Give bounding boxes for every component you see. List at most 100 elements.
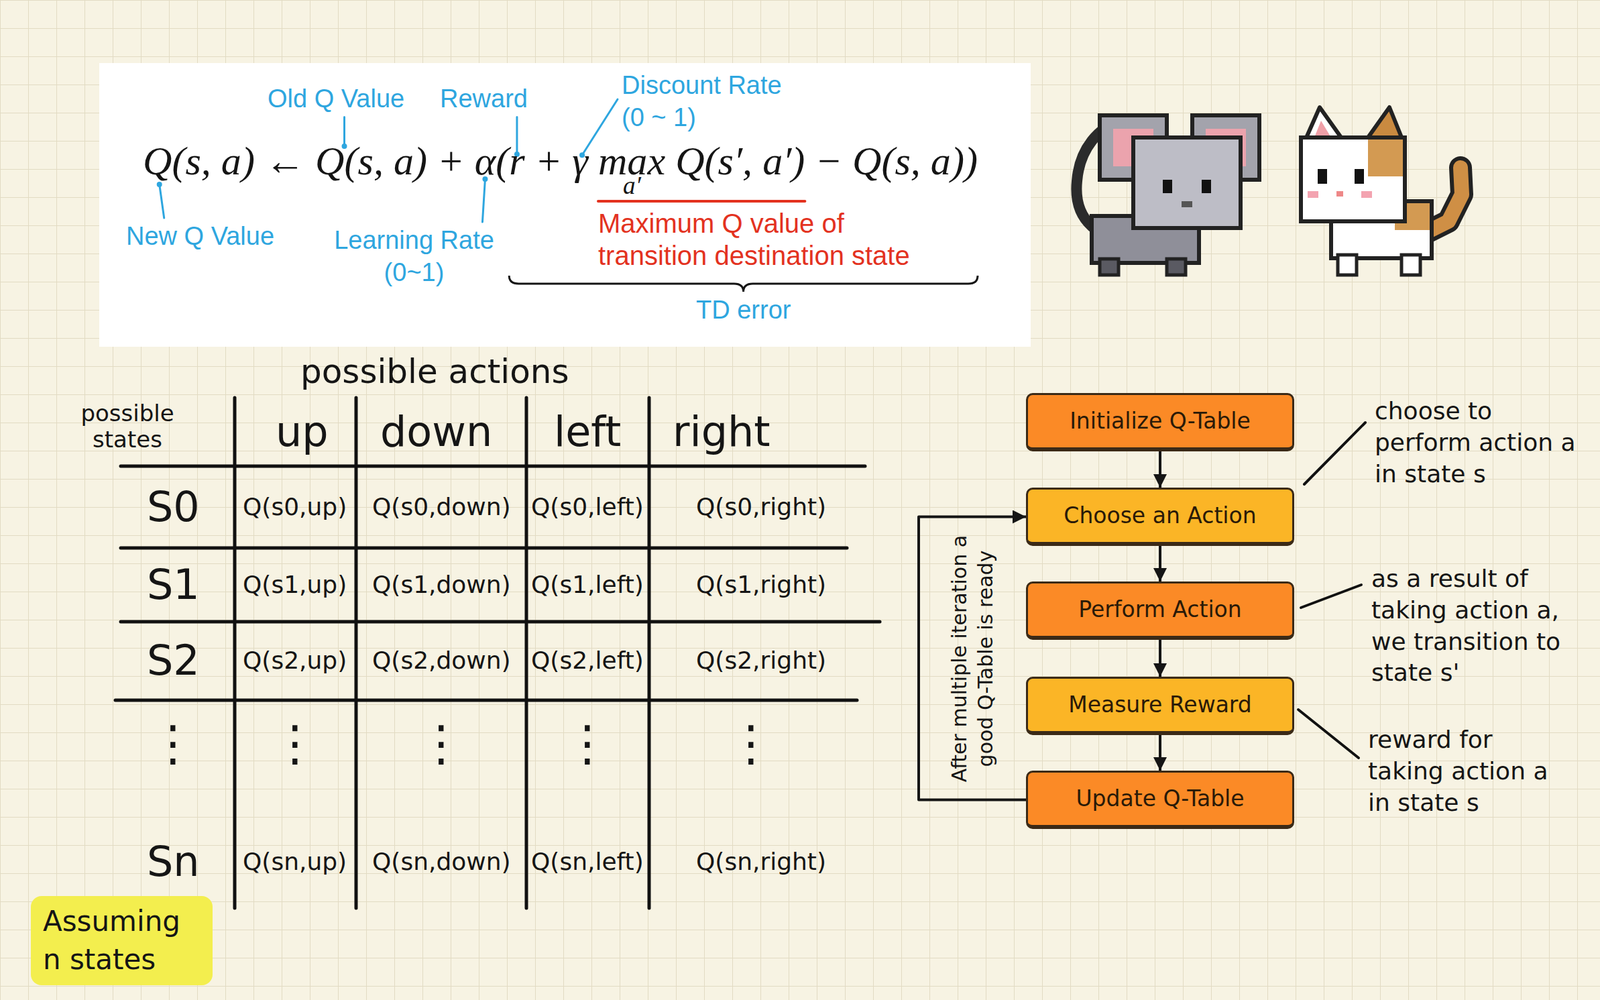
ellipsis-mark: ⋮ xyxy=(270,715,320,772)
cat-nose xyxy=(1336,191,1344,197)
table-cell: Q(s1,left) xyxy=(531,570,644,599)
term-annotation: Maximum Q value of transition destinatio… xyxy=(598,207,921,272)
flow-arrow xyxy=(1158,545,1162,582)
mouse-leg xyxy=(1166,258,1186,275)
table-grid xyxy=(115,397,880,908)
table-cell: Q(s2,left) xyxy=(531,646,644,674)
process-box: Measure Reward xyxy=(1025,676,1295,735)
process-box: Initialize Q-Table xyxy=(1025,392,1295,452)
table-rule xyxy=(120,464,866,469)
row-header: S2 xyxy=(146,636,200,684)
table-rule xyxy=(525,397,529,908)
table-cell: Q(s0,right) xyxy=(696,492,827,521)
table-rule xyxy=(115,698,857,703)
cat-patch xyxy=(1367,139,1403,177)
leader-line xyxy=(159,184,165,218)
process-box: Perform Action xyxy=(1025,581,1295,640)
box-label: Update Q-Table xyxy=(1075,785,1244,813)
table-cell: Q(s1,down) xyxy=(372,570,511,599)
ellipsis-mark: ⋮ xyxy=(563,715,612,772)
box-label: Choose an Action xyxy=(1063,502,1256,530)
mouse-eye xyxy=(1162,179,1173,194)
term-annotation: Learning Rate (0~1) xyxy=(328,224,500,289)
table-cell: Q(sn,down) xyxy=(372,847,511,876)
term-annotation: Discount Rate (0 ~ 1) xyxy=(621,69,793,134)
cat-ear-inner xyxy=(1314,120,1332,138)
table-cell: Q(s0,down) xyxy=(372,492,511,521)
formula-subscript: a′ xyxy=(622,171,642,200)
row-header: S1 xyxy=(146,560,200,609)
table-cell: Q(s2,up) xyxy=(242,646,347,674)
formula-panel: Q(s, a) ← Q(s, a) + α(r + γ max Q(s′, a′… xyxy=(99,63,1031,347)
column-header: down xyxy=(380,407,493,456)
term-annotation: Reward xyxy=(439,83,528,116)
box-label: Assuming n states xyxy=(42,902,201,979)
ellipsis-mark: ⋮ xyxy=(148,715,198,772)
table-rule xyxy=(120,620,880,624)
flow-arrow xyxy=(1158,734,1162,771)
annotation-leaders xyxy=(1298,422,1366,758)
annotation-note: reward for taking action a in state s xyxy=(1367,724,1570,819)
box-label: Initialize Q-Table xyxy=(1069,407,1251,435)
process-box: Choose an Action xyxy=(1025,487,1295,546)
row-header: Sn xyxy=(146,837,200,886)
term-annotation: New Q Value xyxy=(126,220,275,253)
row-header: S0 xyxy=(146,482,200,531)
table-cell: Q(sn,up) xyxy=(242,847,347,876)
annotation-note: choose to perform action a in state s xyxy=(1374,395,1580,490)
cat-head-outline xyxy=(1300,137,1405,222)
highlight-note: Assuming n states xyxy=(30,895,213,986)
leader-line xyxy=(1300,584,1362,608)
loop-label: After multiple iteration a good Q-Table … xyxy=(946,533,999,784)
flow-arrow xyxy=(918,517,1026,800)
flow-arrow xyxy=(1158,451,1162,488)
leader-line xyxy=(1298,709,1359,758)
table-rule xyxy=(120,546,847,550)
column-header: up xyxy=(275,407,329,456)
cat-illustration xyxy=(1300,107,1462,275)
table-cell: Q(s0,left) xyxy=(531,492,644,521)
cat-leg xyxy=(1337,254,1357,275)
table-cell: Q(s1,right) xyxy=(696,570,827,599)
table-cell: Q(s1,up) xyxy=(242,570,347,599)
mouse-illustration xyxy=(1076,115,1260,275)
mouse-nose xyxy=(1181,201,1193,208)
cat-leg xyxy=(1401,254,1421,275)
flow-arrow xyxy=(1158,639,1162,677)
cat-head xyxy=(1300,137,1405,222)
cat-blush xyxy=(1361,191,1373,198)
curly-brace xyxy=(508,275,978,292)
box-label: Perform Action xyxy=(1078,596,1242,623)
table-rule xyxy=(354,397,359,908)
ellipsis-mark: ⋮ xyxy=(726,715,776,772)
formula: Q(s, a) ← Q(s, a) + α(r + γ max Q(s′, a′… xyxy=(142,137,978,184)
axis-title: possible actions xyxy=(300,352,570,392)
table-cell: Q(sn,left) xyxy=(531,847,644,876)
term-annotation: Old Q Value xyxy=(267,83,405,116)
table-cell: Q(s0,up) xyxy=(242,492,347,521)
mouse-head xyxy=(1133,137,1241,228)
table-rule xyxy=(647,397,652,908)
cat-blush xyxy=(1307,191,1319,198)
cat-eye xyxy=(1317,168,1328,184)
table-cell: Q(s2,down) xyxy=(372,646,511,674)
table-rule xyxy=(233,397,237,908)
formula-marks xyxy=(99,63,1031,347)
box-label: Measure Reward xyxy=(1068,691,1252,719)
annotation-note: as a result of taking action a, we trans… xyxy=(1371,563,1586,689)
column-header: left xyxy=(553,407,621,456)
leader-line xyxy=(482,179,485,222)
cat-eye xyxy=(1354,168,1364,184)
mouse-leg xyxy=(1099,258,1119,275)
mouse-eye xyxy=(1201,179,1212,194)
process-box: Update Q-Table xyxy=(1025,770,1295,829)
emphasis-underline xyxy=(598,199,805,203)
axis-title: possible states xyxy=(73,400,182,453)
column-header: right xyxy=(672,407,771,456)
ellipsis-mark: ⋮ xyxy=(417,715,466,772)
table-cell: Q(s2,right) xyxy=(696,646,827,674)
bracket-caption: TD error xyxy=(696,294,791,327)
